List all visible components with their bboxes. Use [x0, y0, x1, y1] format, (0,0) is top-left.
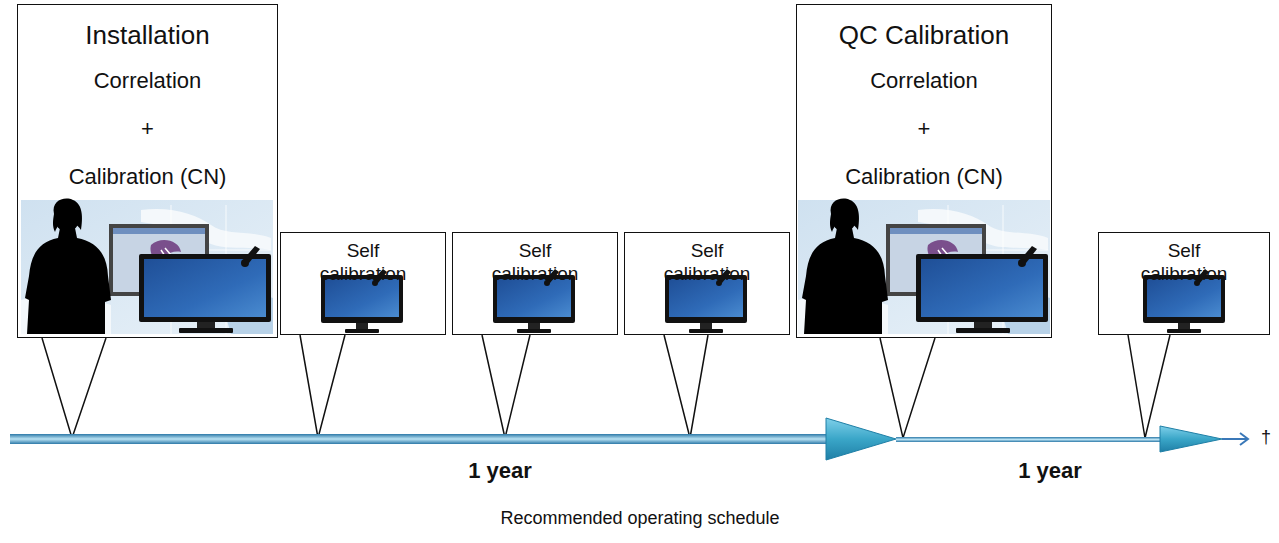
self-calibration-callout: Self calibration	[1098, 232, 1270, 335]
self-calibration-callout: Self calibration	[452, 232, 618, 335]
callout-tail	[482, 335, 530, 438]
end-mark: †	[1261, 427, 1271, 448]
figure-caption: Recommended operating schedule	[500, 508, 779, 529]
callout-text: Calibration (CN)	[69, 153, 227, 201]
callout-tail	[880, 338, 935, 438]
operator-illustration	[21, 199, 273, 334]
milestone-callout: InstallationCorrelation+Calibration (CN)	[17, 4, 278, 338]
timeline	[10, 418, 1248, 460]
callout-text: Calibration (CN)	[845, 153, 1003, 201]
callout-tail	[664, 335, 708, 438]
callout-text: Self calibration	[1128, 239, 1240, 285]
callout-text: +	[918, 105, 931, 153]
callout-heading: Installation	[85, 13, 209, 57]
self-calibration-callout: Self calibration	[624, 232, 790, 335]
callout-tail	[42, 335, 1170, 438]
timeline-bar	[10, 434, 836, 444]
timeline-bar	[896, 437, 1166, 442]
callout-text: Self calibration	[479, 239, 591, 285]
callout-text: Self calibration	[651, 239, 763, 285]
operator-illustration	[798, 199, 1050, 334]
callout-text: Correlation	[870, 57, 978, 105]
timeline-arrowhead	[826, 418, 896, 460]
callout-text: Self calibration	[307, 239, 419, 285]
timeline-arrow	[1222, 433, 1248, 445]
self-calibration-callout: Self calibration	[280, 232, 446, 335]
duration-label: 1 year	[1018, 458, 1082, 484]
callout-tail	[1128, 335, 1170, 438]
callout-tail	[300, 335, 345, 438]
callout-text: +	[141, 105, 154, 153]
duration-label: 1 year	[468, 458, 532, 484]
milestone-callout: QC CalibrationCorrelation+Calibration (C…	[796, 4, 1052, 338]
callout-tail	[42, 338, 106, 438]
timeline-arrowhead	[1160, 426, 1222, 452]
callout-text: Correlation	[94, 57, 202, 105]
callout-heading: QC Calibration	[839, 13, 1010, 57]
